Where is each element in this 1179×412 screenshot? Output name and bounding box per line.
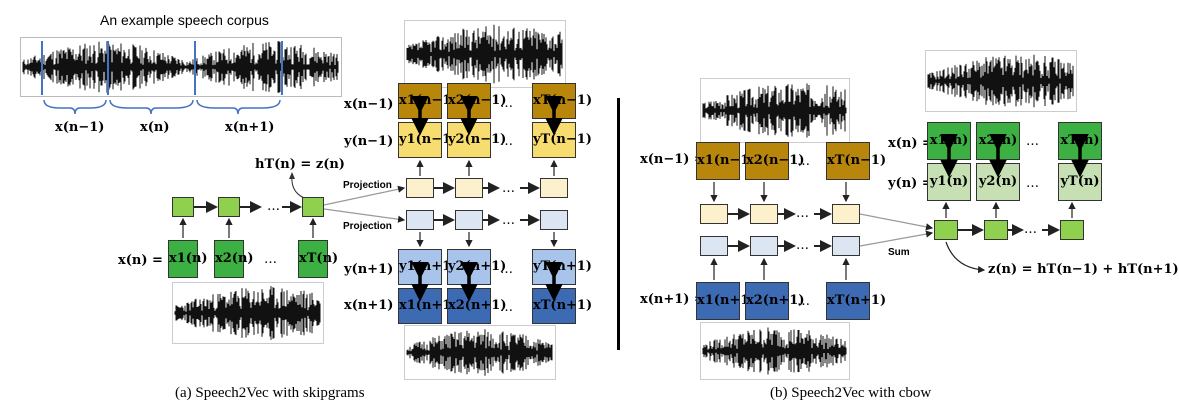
- skip-ellipsis-3: …: [502, 181, 515, 196]
- hidden-state-equation: hT(n) = z(n): [255, 157, 345, 172]
- input-row-label: x(n) =: [118, 253, 163, 268]
- encoder-hidden-1: [172, 197, 194, 217]
- proj-dec-next-2: [455, 210, 483, 230]
- waveform-trace: [406, 329, 553, 376]
- segment-braces: [43, 99, 281, 115]
- cbow-enc-prev-T: [832, 204, 860, 224]
- input-cell-2: x2(n): [214, 240, 254, 278]
- input-ellipsis: …: [264, 252, 277, 267]
- cbow-ellipsis-3: …: [796, 238, 809, 253]
- encoder-hidden-T: [302, 197, 324, 217]
- cbow-dec-hidden-1: [934, 220, 958, 240]
- waveform-trace: [406, 24, 563, 84]
- cbow-x-prev-cell-1: x1(n−1): [696, 142, 756, 180]
- segment-label-cur: x(n): [140, 120, 170, 135]
- cbow-enc-prev-1: [700, 204, 728, 224]
- segment-label-prev: x(n−1): [55, 120, 105, 135]
- corpus-waveform: [20, 37, 342, 97]
- cbow-ellipsis-2: …: [796, 206, 809, 221]
- cbow-out-x-label: x(n) =: [888, 136, 933, 151]
- encoder-hidden-2: [218, 197, 240, 217]
- skip-ellipsis-2: …: [500, 134, 513, 149]
- cbow-output-waveform: [925, 50, 1077, 112]
- cbow-x-prev-cell-2: x2(n−1): [745, 142, 805, 180]
- projection-label-top: Projection: [343, 180, 392, 191]
- skipgram-input-waveform: [172, 282, 324, 344]
- cbow-out-y-cell-T: yT(n): [1058, 163, 1102, 201]
- waveform-trace: [22, 41, 339, 93]
- cbow-ellipsis-5: …: [1026, 134, 1039, 149]
- segment-label-next: x(n+1): [225, 120, 275, 135]
- skip-ellipsis-1: …: [500, 96, 513, 111]
- cbow-enc-prev-2: [750, 204, 778, 224]
- waveform-trace: [174, 286, 321, 340]
- proj-dec-prev-1: [406, 178, 434, 198]
- waveform-trace: [702, 83, 847, 138]
- cbow-ellipsis-4: …: [797, 294, 810, 309]
- x-next-row-label: x(n+1) =: [344, 298, 409, 313]
- caption-b: (b) Speech2Vec with cbow: [770, 385, 932, 401]
- z-equation: z(n) = hT(n−1) + hT(n+1): [988, 262, 1179, 277]
- y-next-row-label: y(n+1) =: [344, 262, 409, 277]
- skipgram-output-waveform-bottom: [404, 325, 556, 380]
- cbow-enc-next-1: [700, 236, 728, 256]
- corpus-title: An example speech corpus: [100, 12, 269, 28]
- waveform-trace: [927, 54, 1074, 108]
- cbow-dec-hidden-2: [984, 220, 1008, 240]
- skip-ellipsis-4: …: [502, 213, 515, 228]
- y-prev-row-label: y(n−1) =: [344, 134, 409, 149]
- cbow-x-next-label: x(n+1) =: [640, 292, 705, 307]
- cbow-ellipsis-7: …: [1024, 222, 1037, 237]
- proj-dec-next-1: [406, 210, 434, 230]
- projection-label-bottom: Projection: [343, 221, 392, 232]
- x-prev-row-label: x(n−1) =: [344, 97, 409, 112]
- proj-dec-next-T: [540, 210, 568, 230]
- proj-dec-prev-2: [455, 178, 483, 198]
- cbow-ellipsis-6: …: [1026, 176, 1039, 191]
- skip-ellipsis-6: …: [500, 300, 513, 315]
- cbow-x-prev-label: x(n−1) =: [640, 152, 705, 167]
- cbow-ellipsis-1: …: [797, 154, 810, 169]
- proj-dec-prev-T: [540, 178, 568, 198]
- input-cell-1: x1(n): [168, 240, 208, 278]
- cbow-dec-hidden-T: [1060, 220, 1084, 240]
- encoder-ellipsis: …: [267, 199, 280, 214]
- cbow-input-waveform-bottom: [700, 322, 850, 380]
- cbow-out-y-label: y(n) =: [888, 176, 933, 191]
- sum-label: Sum: [888, 247, 910, 258]
- caption-a: (a) Speech2Vec with skipgrams: [175, 385, 365, 401]
- waveform-trace: [702, 327, 847, 375]
- cbow-enc-next-2: [750, 236, 778, 256]
- cbow-enc-next-T: [832, 236, 860, 256]
- skip-ellipsis-5: …: [500, 262, 513, 277]
- panel-divider: [617, 98, 620, 350]
